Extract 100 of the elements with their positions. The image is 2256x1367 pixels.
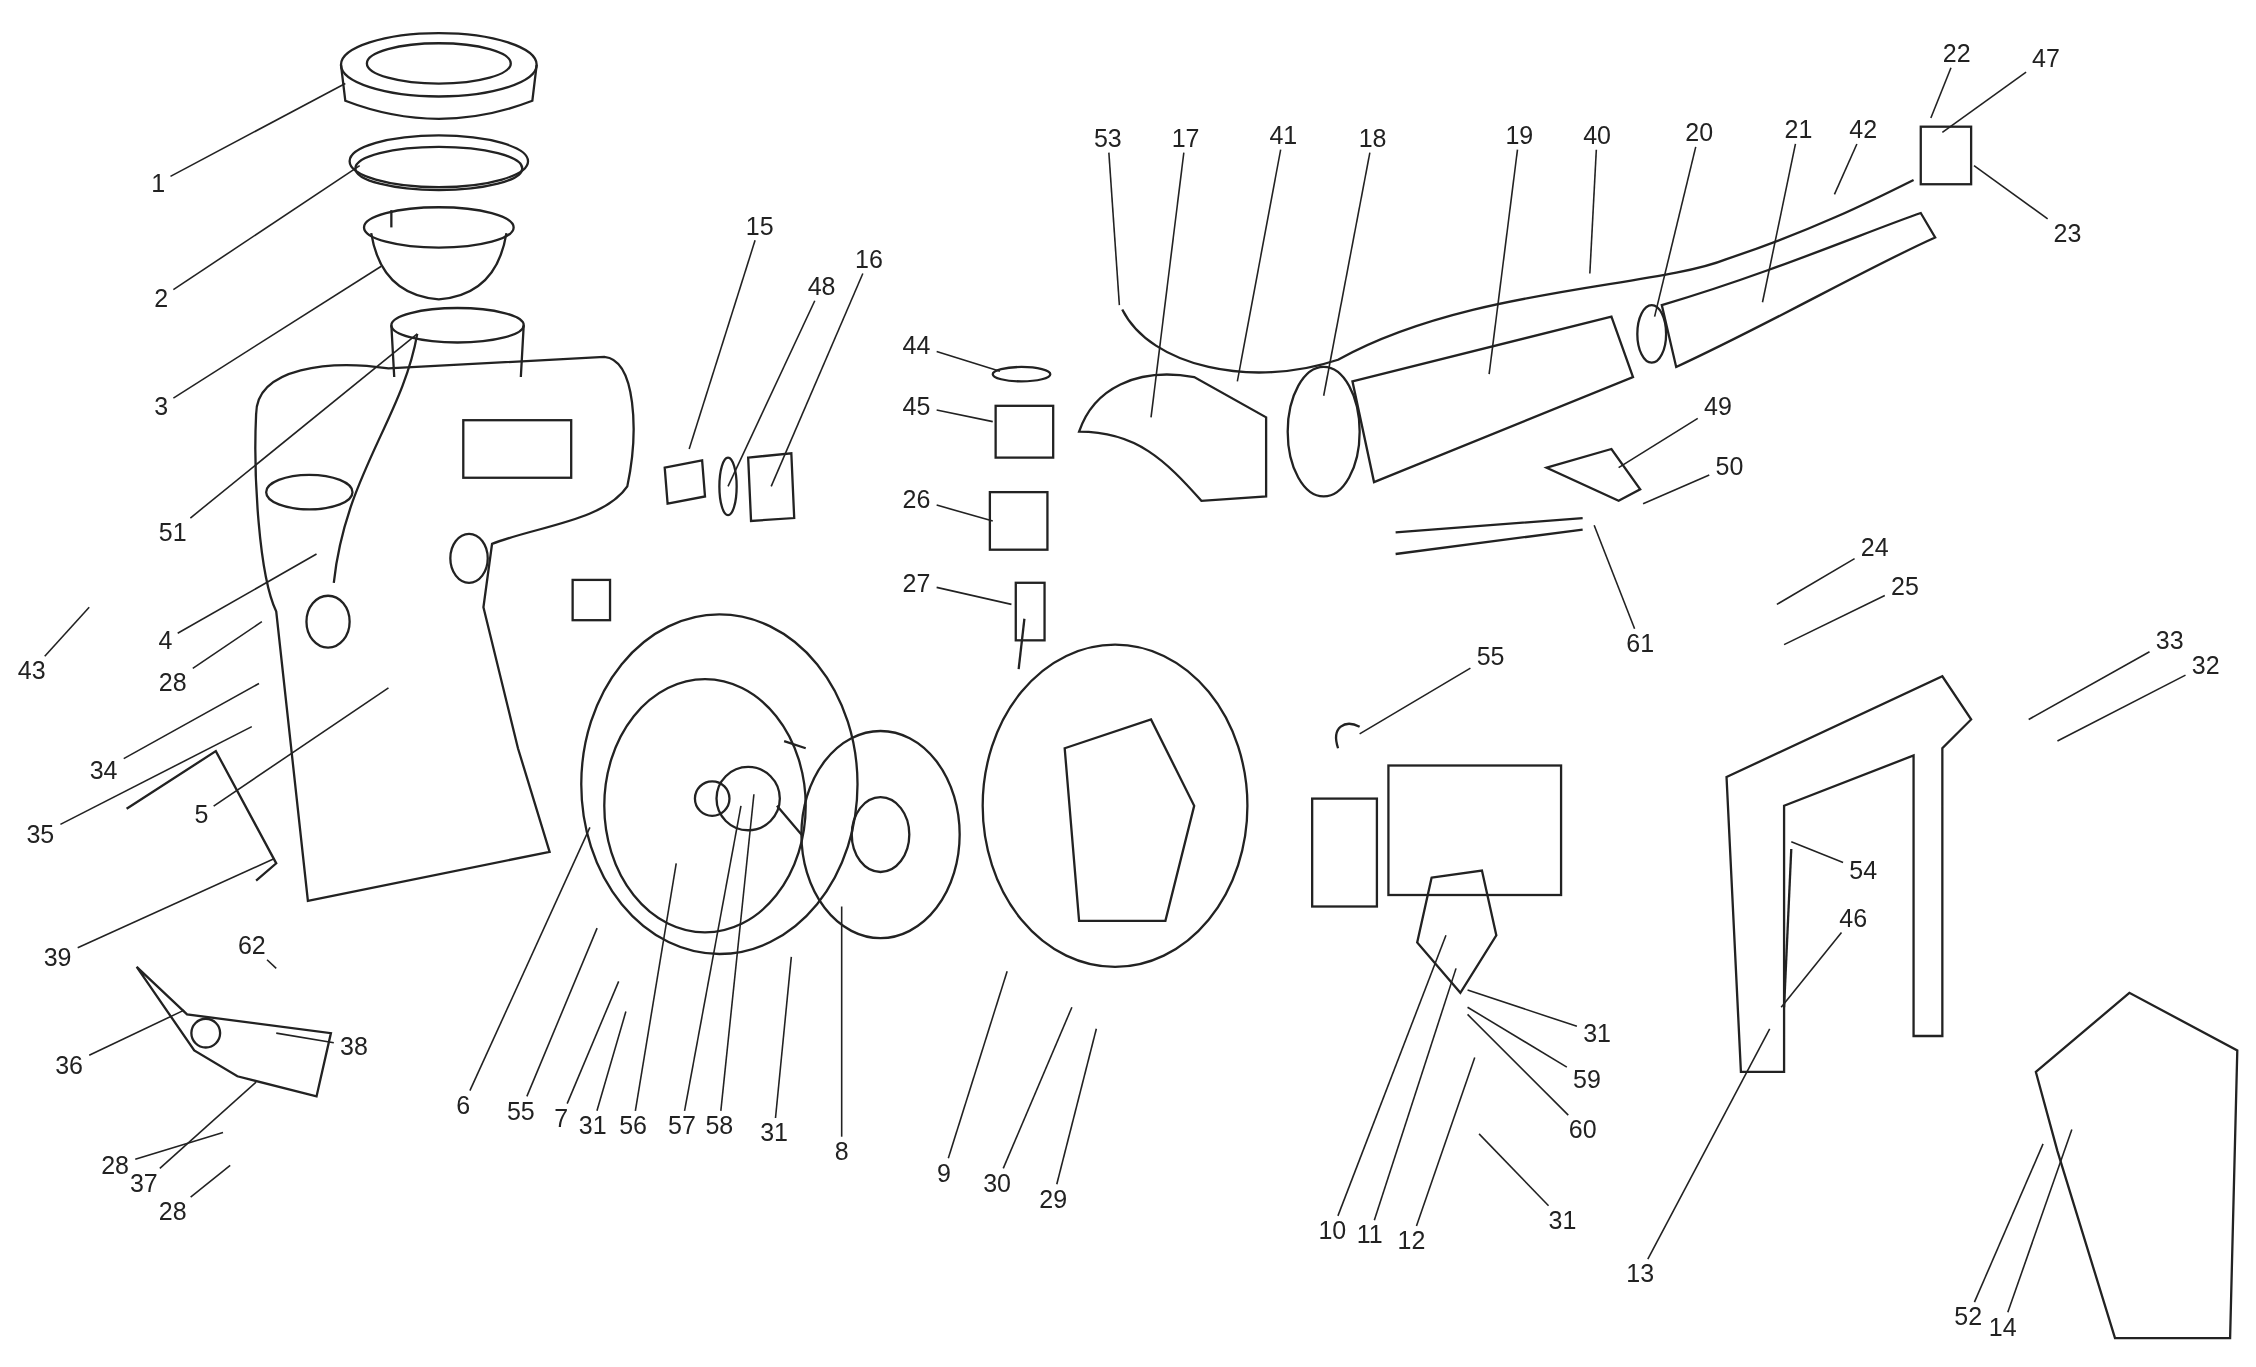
leader-line	[840, 905, 843, 1138]
callout-number: 32	[2191, 652, 2220, 678]
leader-line	[1930, 66, 1952, 119]
leader-line	[1973, 1143, 2044, 1303]
callout-number: 12	[1397, 1227, 1426, 1253]
callout-number: 18	[1358, 125, 1387, 151]
callout-number: 51	[158, 519, 187, 545]
callout-number: 33	[2155, 627, 2184, 653]
leader-line	[189, 333, 419, 519]
callout-number: 52	[1954, 1303, 1983, 1329]
leader-line	[1358, 667, 1472, 735]
callout-number: 50	[1715, 453, 1744, 479]
leader-line	[172, 265, 383, 399]
callout-number: 3	[154, 393, 169, 419]
leader-line	[88, 1009, 185, 1057]
callout-number: 60	[1568, 1116, 1597, 1142]
leader-line	[770, 272, 864, 488]
leader-line	[1108, 151, 1121, 306]
callout-number: 39	[43, 944, 72, 970]
callout-number: 42	[1849, 117, 1878, 142]
leader-line	[1790, 841, 1844, 864]
leader-line	[935, 350, 1001, 373]
leader-line	[1941, 71, 2027, 134]
callout-number: 20	[1685, 119, 1714, 145]
callout-number: 7	[554, 1105, 569, 1131]
leader-line	[122, 682, 260, 760]
leader-line	[947, 970, 1008, 1160]
callout-number: 6	[456, 1092, 471, 1118]
callout-number: 57	[668, 1112, 696, 1138]
leader-line	[596, 1010, 627, 1112]
callout-number: 24	[1860, 534, 1889, 560]
callout-number: 26	[902, 486, 931, 512]
leader-line	[1466, 1006, 1568, 1068]
callout-number: 36	[55, 1052, 83, 1078]
callout-number: 27	[902, 570, 931, 596]
callout-number: 44	[902, 332, 931, 358]
callout-number: 55	[506, 1098, 535, 1124]
leader-line	[169, 82, 347, 178]
callout-number: 5	[194, 801, 209, 827]
leader-line	[1322, 151, 1371, 397]
leader-line	[1780, 931, 1843, 1008]
callout-number: 37	[129, 1170, 158, 1196]
callout-number: 47	[2032, 45, 2060, 71]
leader-line	[2007, 1128, 2073, 1314]
leader-line	[1833, 143, 1858, 196]
leader-line	[935, 586, 1013, 606]
leader-line	[275, 1032, 335, 1044]
callout-number: 31	[578, 1112, 607, 1138]
callout-number: 22	[1942, 40, 1971, 66]
leader-line	[720, 793, 755, 1112]
leader-line	[1589, 148, 1598, 275]
leader-line	[1478, 1133, 1550, 1207]
leader-line	[469, 826, 591, 1092]
leader-line	[1002, 1006, 1073, 1170]
callout-number: 28	[158, 1198, 187, 1224]
leader-line	[159, 1081, 257, 1170]
callout-number: 46	[1839, 905, 1868, 931]
callout-number: 61	[1626, 630, 1655, 656]
callout-number: 17	[1171, 125, 1200, 151]
leader-line	[683, 805, 742, 1112]
callout-number: 49	[1704, 393, 1732, 419]
leader-line	[1236, 148, 1282, 383]
leader-line	[1642, 474, 1711, 505]
leader-line	[935, 504, 994, 522]
leader-line	[43, 606, 90, 657]
callout-number: 38	[340, 1033, 368, 1059]
callout-number: 31	[760, 1119, 788, 1145]
leader-line	[1488, 148, 1519, 375]
leader-line	[634, 862, 677, 1112]
leader-line	[134, 1131, 224, 1161]
leader-line	[59, 725, 253, 826]
callout-number: 35	[26, 822, 55, 847]
callout-number: 59	[1573, 1066, 1601, 1092]
leader-line	[566, 980, 620, 1105]
leader-line	[189, 1164, 231, 1198]
callout-number: 25	[1891, 573, 1919, 599]
leader-line	[1337, 934, 1447, 1217]
leader-line	[1647, 1028, 1771, 1260]
callout-number: 58	[705, 1112, 734, 1138]
leader-line	[1653, 146, 1697, 318]
leader-line	[2027, 650, 2151, 721]
leader-line	[1973, 164, 2049, 220]
callout-number: 41	[1269, 122, 1298, 148]
callout-number: 31	[1548, 1207, 1577, 1233]
leader-line	[1150, 151, 1185, 419]
leader-line	[1783, 594, 1886, 646]
leader-line	[727, 300, 816, 488]
leader-line	[1776, 557, 1856, 606]
leader-line	[1617, 417, 1699, 469]
leader-line	[526, 927, 598, 1098]
callout-number: 13	[1626, 1260, 1655, 1286]
callout-number: 34	[89, 757, 118, 783]
leader-line	[76, 858, 275, 949]
leader-line	[176, 553, 318, 635]
callout-number: 9	[936, 1160, 951, 1186]
callout-number: 1	[151, 170, 166, 196]
callout-number: 43	[17, 657, 46, 683]
callout-number: 54	[1849, 857, 1878, 883]
leader-line	[774, 956, 793, 1119]
callout-number: 2	[154, 285, 169, 311]
